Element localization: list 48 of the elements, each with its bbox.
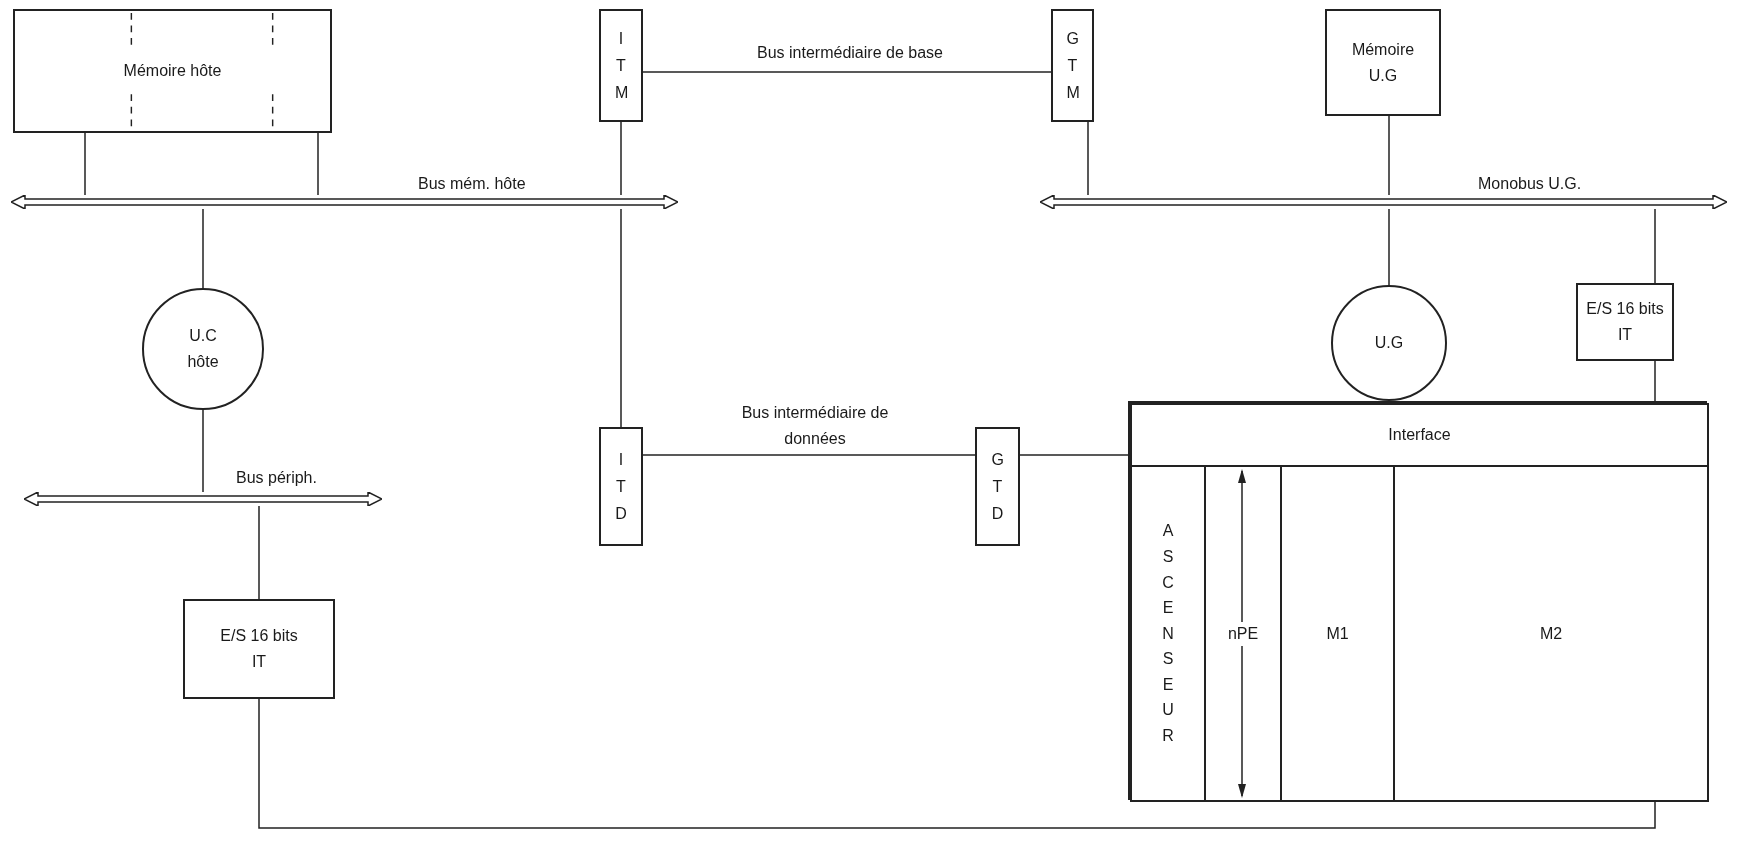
node-label: G T D — [991, 449, 1004, 525]
node-label: U.C hôte — [186, 326, 220, 372]
connector-line — [202, 409, 204, 493]
connector-line — [642, 71, 1052, 73]
connector-line — [317, 132, 319, 196]
node-label: Mémoire U.G — [1350, 39, 1416, 86]
memory-column — [1393, 465, 1709, 802]
connector-line — [84, 132, 86, 196]
bus-label: Bus périph. — [236, 468, 317, 488]
memory-box — [1325, 9, 1441, 116]
connector-line — [1087, 121, 1089, 196]
node-label: M2 — [1539, 623, 1563, 644]
node-label: I T M — [615, 28, 627, 104]
node-label: Interface — [1388, 425, 1451, 445]
connector-line — [1388, 208, 1390, 286]
bus-label: Monobus U.G. — [1478, 174, 1582, 194]
interface-section — [1130, 403, 1709, 467]
connector-line — [258, 505, 260, 600]
bus-double-arrow — [11, 195, 678, 209]
node-label: I T D — [615, 449, 627, 525]
connector-line — [258, 698, 1656, 829]
interface-box — [975, 427, 1020, 546]
connector-line — [1654, 208, 1656, 284]
io-box — [1576, 283, 1674, 361]
connector-line — [620, 121, 622, 196]
connector-line — [202, 208, 204, 289]
connector-line — [1019, 454, 1129, 456]
interface-box — [599, 427, 643, 546]
node-label: G T M — [1066, 28, 1079, 104]
interface-box — [599, 9, 643, 122]
node-label: U.G — [1374, 333, 1404, 353]
node-label: M1 — [1326, 623, 1349, 644]
interface-box — [1051, 9, 1094, 122]
connector-line — [620, 208, 622, 428]
connector-line — [642, 454, 976, 456]
memory-box — [13, 9, 332, 133]
elevator-column — [1130, 465, 1206, 802]
io-box — [183, 599, 335, 699]
bus-label: Bus mém. hôte — [418, 174, 526, 194]
bus-double-arrow — [1040, 195, 1727, 209]
node-label: Mémoire hôte — [123, 61, 222, 81]
bus-double-arrow — [24, 492, 382, 506]
node-label: E/S 16 bits IT — [219, 626, 299, 672]
node-label: A S C E N S E U R — [1162, 521, 1174, 747]
processor-array-box — [1128, 401, 1707, 800]
connector-line — [1388, 115, 1390, 196]
connector-line — [1654, 360, 1656, 402]
node-label: E/S 16 bits IT — [1585, 299, 1665, 345]
